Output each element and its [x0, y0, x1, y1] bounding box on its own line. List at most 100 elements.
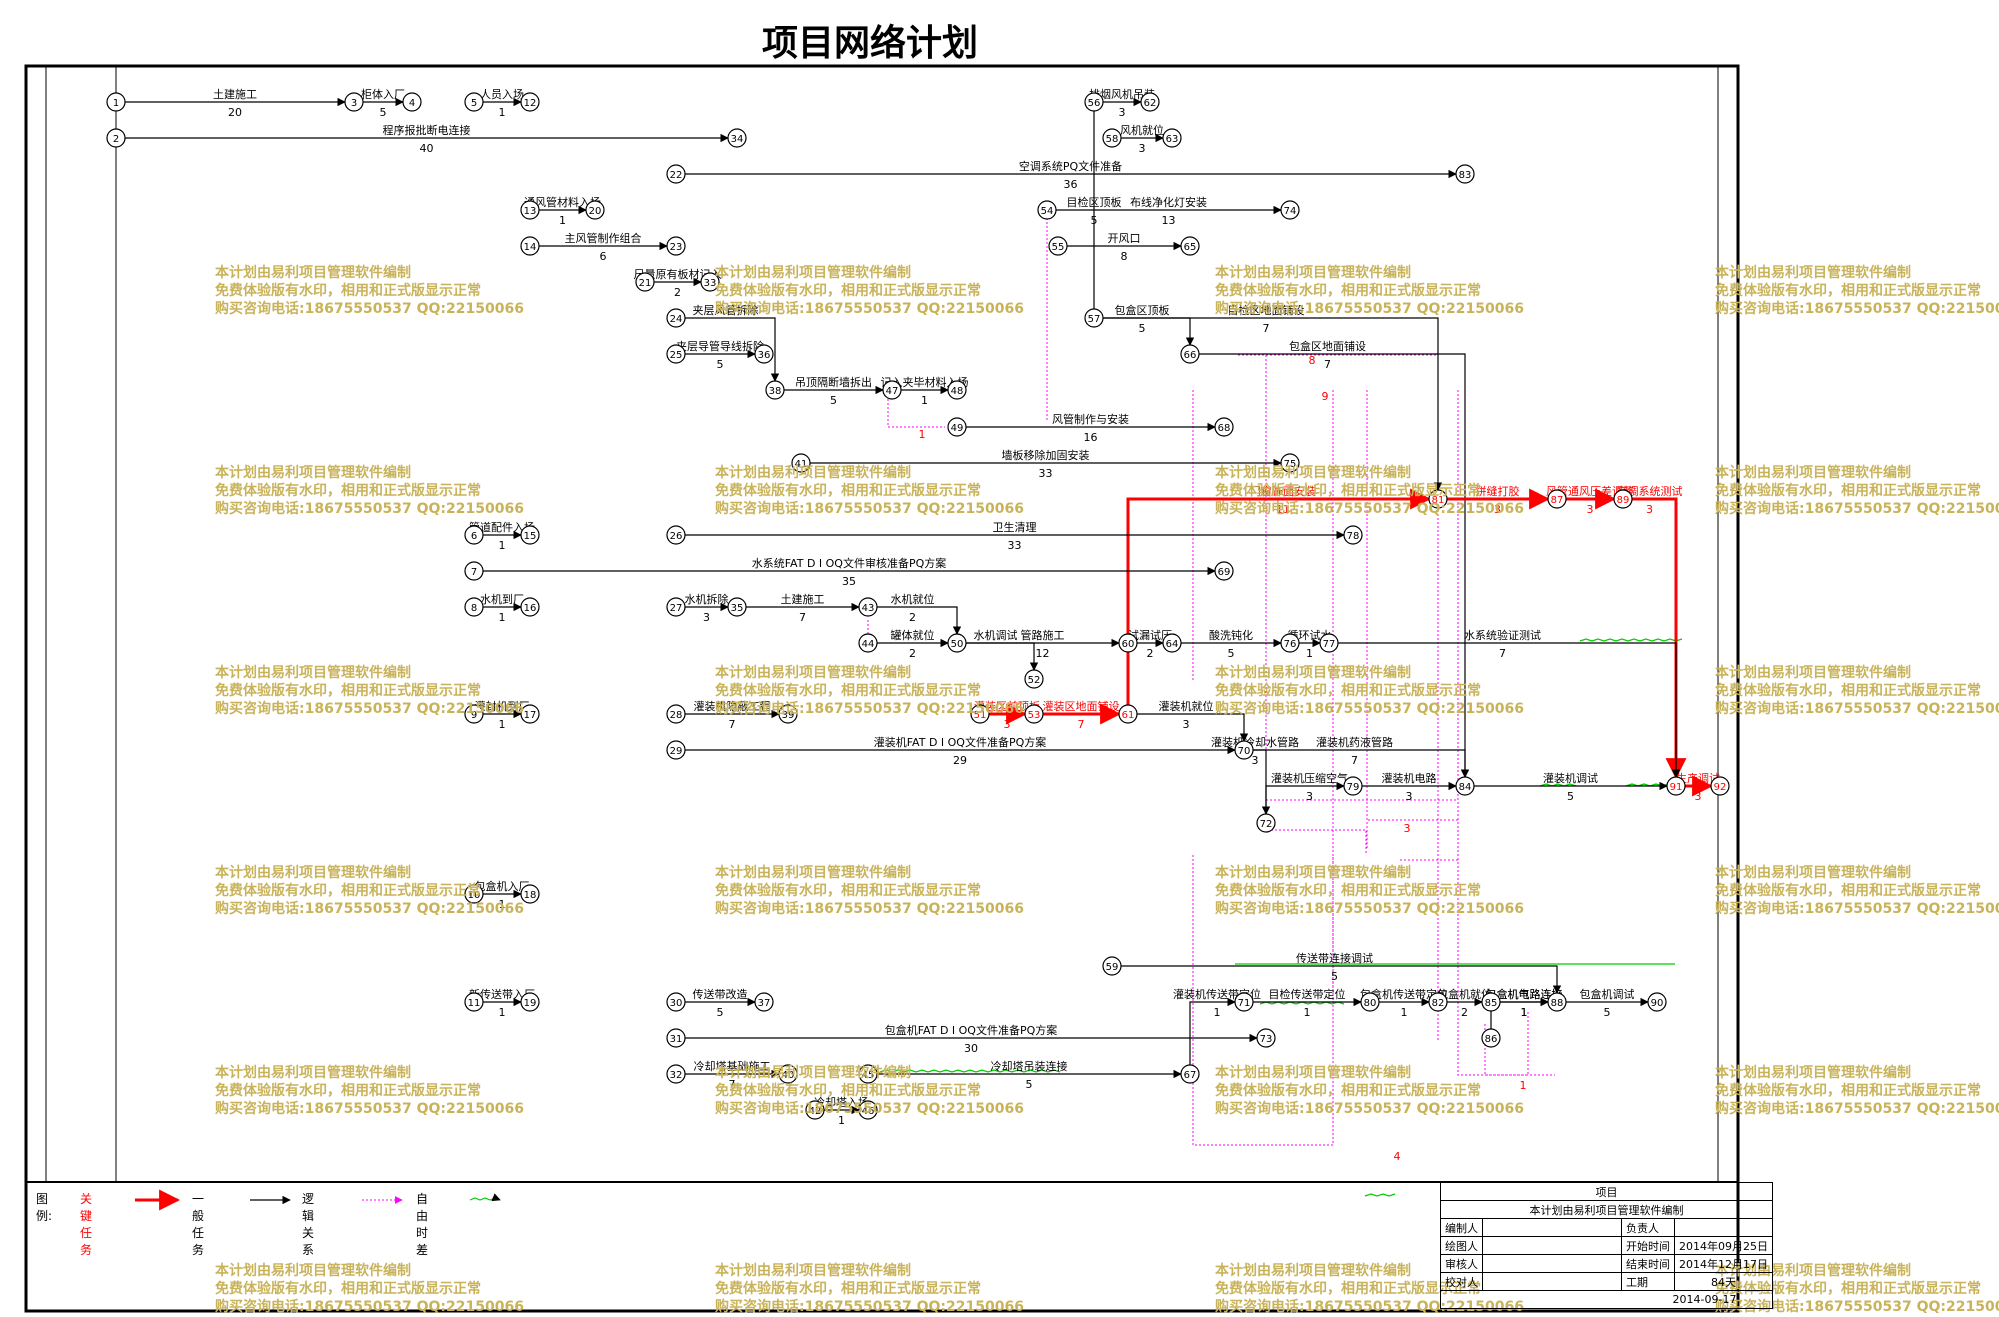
event-node: 59	[1102, 956, 1122, 976]
node-number: 85	[1485, 998, 1498, 1009]
watermark-line: 本计划由易利项目管理软件编制	[1215, 465, 1411, 481]
activity-duration: 7	[799, 611, 806, 624]
activity-arrow	[877, 606, 962, 635]
node-number: 17	[524, 710, 537, 721]
watermark-text: 本计划由易利项目管理软件编制免费体验版有水印，相用和正式版显示正常购买咨询电话:…	[1215, 264, 1524, 318]
activity-duration: 3	[1004, 718, 1011, 731]
event-node: 64	[1162, 633, 1182, 653]
activity-name: 排烟风机吊装	[1089, 87, 1155, 101]
node-number: 57	[1088, 314, 1101, 325]
node-number: 53	[1028, 710, 1041, 721]
watermark-text: 本计划由易利项目管理软件编制免费体验版有水印，相用和正式版显示正常购买咨询电话:…	[1715, 864, 1999, 918]
event-node: 80	[1360, 992, 1380, 1012]
watermark-line: 本计划由易利项目管理软件编制	[715, 465, 911, 481]
watermark-text: 本计划由易利项目管理软件编制免费体验版有水印，相用和正式版显示正常购买咨询电话:…	[215, 664, 524, 718]
node-circle	[666, 704, 686, 724]
activity-name: 通风管材料入场	[524, 195, 601, 209]
activity-duration: 5	[380, 106, 387, 119]
node-number: 16	[524, 603, 537, 614]
watermark-text: 本计划由易利项目管理软件编制免费体验版有水印，相用和正式版显示正常购买咨询电话:…	[1715, 264, 1999, 318]
event-node: 48	[947, 380, 967, 400]
activity-duration: 1	[1521, 1006, 1528, 1019]
activity-arrow	[966, 642, 1039, 671]
event-node: 57	[1084, 308, 1104, 328]
watermark-text: 本计划由易利项目管理软件编制免费体验版有水印，相用和正式版显示正常购买咨询电话:…	[1215, 464, 1524, 518]
node-number: 47	[886, 386, 899, 397]
node-circle	[1343, 525, 1363, 545]
activity-name: 包盒机传送带定位	[1360, 987, 1448, 1001]
activity-name: 门窗饰面安装	[1250, 484, 1316, 498]
node-number: 27	[670, 603, 683, 614]
watermark-line: 购买咨询电话:18675550537 QQ:22150066	[215, 901, 524, 917]
activity-name: 包盒机调试	[1580, 987, 1635, 1001]
legend-label: 图例:	[36, 1192, 53, 1223]
activity-duration: 3	[1695, 790, 1702, 803]
activity-arrow	[1338, 642, 1681, 778]
activity-duration: 30	[964, 1042, 978, 1055]
watermark-line: 购买咨询电话:18675550537 QQ:22150066	[215, 1101, 524, 1117]
event-node: 52	[1024, 669, 1044, 689]
info-value: 2014年12月17日	[1674, 1254, 1773, 1273]
watermark-line: 本计划由易利项目管理软件编制	[1715, 265, 1911, 281]
activity-duration: 3	[1306, 790, 1313, 803]
watermark-line: 购买咨询电话:18675550537 QQ:22150066	[1215, 1101, 1524, 1117]
activity-name: 包盒区地面铺设	[1289, 339, 1366, 353]
watermark-line: 购买咨询电话:18675550537 QQ:22150066	[715, 301, 1024, 317]
node-number: 4	[409, 98, 415, 109]
node-number: 77	[1323, 639, 1336, 650]
watermark-line: 本计划由易利项目管理软件编制	[1715, 465, 1911, 481]
node-circle	[858, 1064, 878, 1084]
node-circle	[666, 740, 686, 760]
node-circle	[1084, 92, 1104, 112]
node-number: 28	[670, 710, 683, 721]
watermark-text: 本计划由易利项目管理软件编制免费体验版有水印，相用和正式版显示正常购买咨询电话:…	[1215, 864, 1524, 918]
node-circle	[666, 344, 686, 364]
node-circle	[700, 272, 720, 292]
activity-name: 灌装机就位	[1159, 699, 1214, 713]
node-circle	[106, 128, 126, 148]
activity-duration: 5	[1091, 214, 1098, 227]
event-node: 39	[778, 704, 798, 724]
activity-duration: 3	[1406, 790, 1413, 803]
activity-duration: 1	[499, 898, 506, 911]
node-number: 36	[758, 350, 771, 361]
event-node: 5	[464, 92, 484, 112]
activity-name: 包盒机入厂	[475, 879, 530, 893]
float-value: 4	[1394, 1150, 1401, 1163]
info-key: 工期	[1621, 1272, 1675, 1291]
activity-name: 目检传送带定位	[1269, 987, 1346, 1001]
watermark-line: 本计划由易利项目管理软件编制	[215, 1065, 411, 1081]
watermark-text: 本计划由易利项目管理软件编制免费体验版有水印，相用和正式版显示正常购买咨询电话:…	[215, 1262, 524, 1316]
node-circle	[520, 884, 540, 904]
node-circle	[1319, 633, 1339, 653]
info-value: 84天	[1674, 1272, 1773, 1291]
watermark-line: 免费体验版有水印，相用和正式版显示正常	[1715, 883, 1981, 899]
activity-arrows	[125, 97, 1714, 1115]
watermark-line: 本计划由易利项目管理软件编制	[715, 665, 911, 681]
node-number: 34	[731, 134, 744, 145]
watermark-text: 本计划由易利项目管理软件编制免费体验版有水印，相用和正式版显示正常购买咨询电话:…	[715, 464, 1024, 518]
activity-duration: 3	[1139, 142, 1146, 155]
watermark-line: 本计划由易利项目管理软件编制	[215, 265, 411, 281]
activity-arrow	[685, 317, 780, 382]
watermark-line: 免费体验版有水印，相用和正式版显示正常	[215, 283, 481, 299]
node-circle	[1256, 813, 1276, 833]
node-circle	[1710, 776, 1730, 796]
watermark-text: 本计划由易利项目管理软件编制免费体验版有水印，相用和正式版显示正常购买咨询电话:…	[715, 864, 1024, 918]
watermark-text: 本计划由易利项目管理软件编制免费体验版有水印，相用和正式版显示正常购买咨询电话:…	[715, 664, 1024, 718]
node-number: 41	[795, 459, 808, 470]
event-node: 34	[727, 128, 747, 148]
node-number: 15	[524, 531, 537, 542]
watermark-line: 本计划由易利项目管理软件编制	[715, 265, 911, 281]
activity-name: 灌装机药液管路	[1316, 735, 1393, 749]
event-node: 15	[520, 525, 540, 545]
node-circle	[666, 525, 686, 545]
watermark-line: 购买咨询电话:18675550537 QQ:22150066	[1715, 501, 1999, 517]
activity-duration: 3	[1119, 106, 1126, 119]
activity-name: 程序报批断电连接	[383, 123, 471, 137]
float-value: 1	[919, 428, 926, 441]
event-node: 22	[666, 164, 686, 184]
node-circle	[1024, 704, 1044, 724]
activity-name: 土建施工	[781, 592, 825, 606]
node-circle	[1162, 128, 1182, 148]
